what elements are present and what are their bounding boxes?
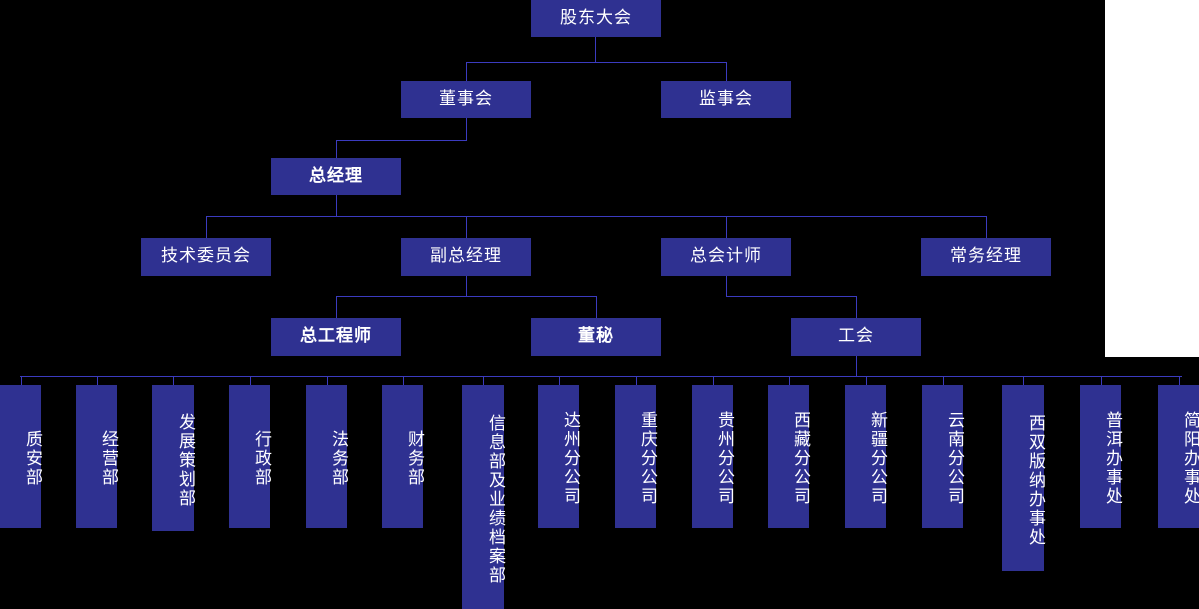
department-drop-line <box>943 376 944 385</box>
department-drop-line <box>713 376 714 385</box>
connector-gm-down <box>336 195 337 217</box>
department-drop-line <box>636 376 637 385</box>
connector-union-to-depts <box>856 356 857 377</box>
department-node[interactable]: 信息部及业绩档案部 <box>462 385 505 609</box>
department-node[interactable]: 达州分公司 <box>538 385 580 528</box>
department-drop-line <box>97 376 98 385</box>
blank-panel <box>1105 0 1199 357</box>
node-general-manager[interactable]: 总经理 <box>271 158 401 195</box>
department-drop-line <box>250 376 251 385</box>
node-technical-committee[interactable]: 技术委员会 <box>141 238 271 276</box>
department-node[interactable]: 发展策划部 <box>152 385 195 531</box>
department-drop-line <box>866 376 867 385</box>
department-drop-line <box>21 376 22 385</box>
department-drop-line <box>483 376 484 385</box>
department-node[interactable]: 云南分公司 <box>922 385 964 528</box>
department-node[interactable]: 行政部 <box>229 385 271 528</box>
department-node[interactable]: 简阳办事处 <box>1158 385 1199 528</box>
connector-techcom-down <box>206 216 207 238</box>
connector-accountant-to-union-h <box>726 296 857 297</box>
connector-board-supervisors-down <box>726 62 727 81</box>
department-node[interactable]: 贵州分公司 <box>692 385 734 528</box>
node-board-of-supervisors[interactable]: 监事会 <box>661 81 791 118</box>
department-drop-line <box>559 376 560 385</box>
node-chief-accountant[interactable]: 总会计师 <box>661 238 791 276</box>
connector-accountant-down2 <box>726 276 727 297</box>
connector-shareholders-down <box>595 37 596 63</box>
node-board-of-directors[interactable]: 董事会 <box>401 81 531 118</box>
department-node[interactable]: 重庆分公司 <box>615 385 657 528</box>
department-node[interactable]: 财务部 <box>382 385 424 528</box>
connector-deputy-gm-down <box>466 216 467 238</box>
connector-directors-to-gm-v1 <box>466 118 467 140</box>
node-shareholders-meeting[interactable]: 股东大会 <box>531 0 661 37</box>
connector-executive-mgr-down <box>986 216 987 238</box>
node-executive-manager[interactable]: 常务经理 <box>921 238 1051 276</box>
connector-bus-level2 <box>466 62 727 63</box>
department-drop-line <box>403 376 404 385</box>
connector-board-directors-down <box>466 62 467 81</box>
connector-directors-to-gm-v2 <box>336 140 337 158</box>
department-drop-line <box>1023 376 1024 385</box>
department-drop-line <box>1179 376 1180 385</box>
department-node[interactable]: 普洱办事处 <box>1080 385 1122 528</box>
connector-union-down <box>856 296 857 318</box>
connector-bus-departments <box>20 376 1182 377</box>
department-node[interactable]: 新疆分公司 <box>845 385 887 528</box>
connector-board-secretary-down <box>596 296 597 318</box>
connector-deputy-down2 <box>466 276 467 297</box>
node-labor-union[interactable]: 工会 <box>791 318 921 356</box>
node-deputy-general-manager[interactable]: 副总经理 <box>401 238 531 276</box>
department-node[interactable]: 经营部 <box>76 385 118 528</box>
node-chief-engineer[interactable]: 总工程师 <box>271 318 401 356</box>
department-node[interactable]: 法务部 <box>306 385 348 528</box>
department-drop-line <box>1101 376 1102 385</box>
department-node[interactable]: 质安部 <box>0 385 42 528</box>
department-node[interactable]: 西双版纳办事处 <box>1002 385 1045 571</box>
connector-bus-level5-left <box>336 296 597 297</box>
department-node[interactable]: 西藏分公司 <box>768 385 810 528</box>
department-drop-line <box>173 376 174 385</box>
node-board-secretary[interactable]: 董秘 <box>531 318 661 356</box>
connector-bus-level4 <box>206 216 987 217</box>
connector-directors-to-gm-h <box>336 140 467 141</box>
department-drop-line <box>789 376 790 385</box>
department-drop-line <box>327 376 328 385</box>
connector-chief-accountant-down <box>726 216 727 238</box>
connector-chief-engineer-down <box>336 296 337 318</box>
